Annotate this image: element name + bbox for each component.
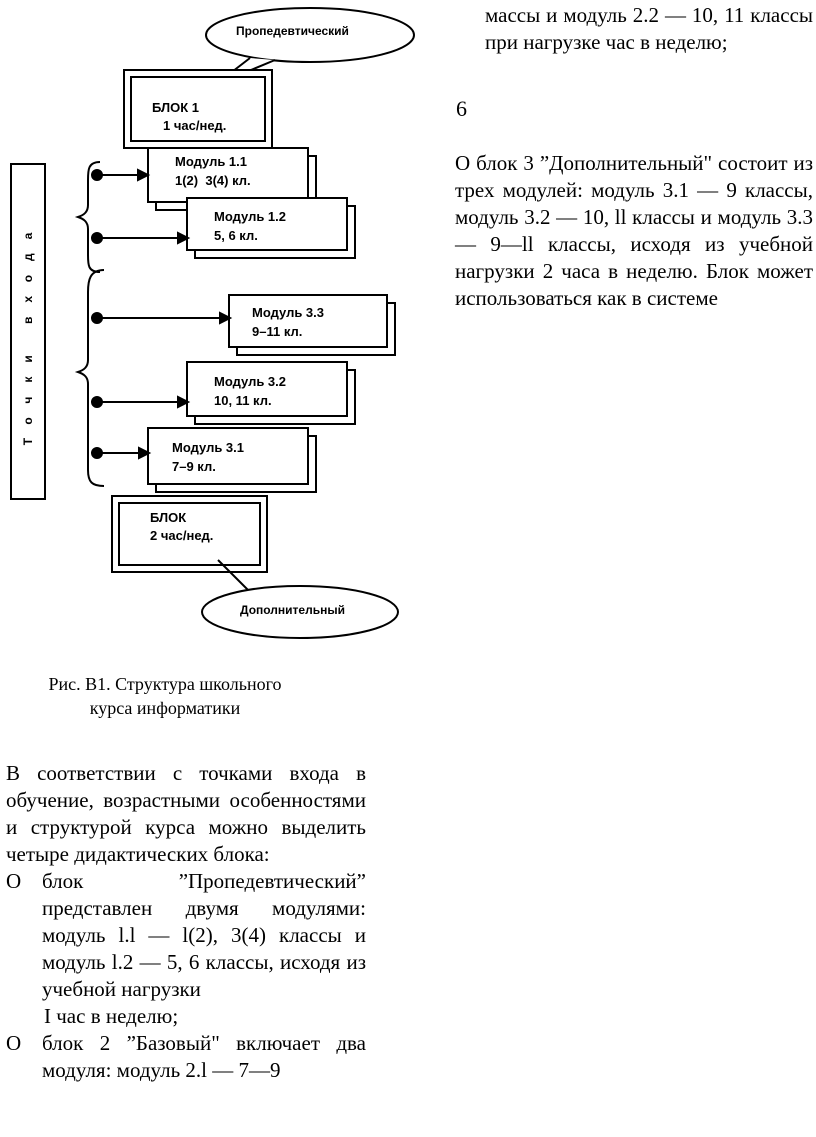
module-3-3-title: Модуль 3.3: [252, 305, 325, 320]
list-item-text: блок 2 ”Базовый" включает два модуля: мо…: [42, 1031, 366, 1082]
continued-paragraph: массы и модуль 2.2 — 10, 11 классы при н…: [485, 3, 813, 54]
module-3-2-sub: 10, 11 кл.: [214, 393, 272, 408]
module-1-2-title: Модуль 1.2: [214, 209, 287, 224]
page-number: 6: [456, 96, 467, 121]
left-column-text: В соответствии с точками входа в обучени…: [6, 760, 366, 1084]
caption-line-1: Рис. В1. Структура школьного: [48, 674, 282, 694]
module-box-1-2: [186, 197, 356, 259]
module-box-3-3: [228, 294, 396, 356]
module-3-3-sub: 9–11 кл.: [252, 324, 303, 339]
right-column-text: массы и модуль 2.2 — 10, 11 классы при н…: [455, 2, 813, 56]
list-item-continuation: I час в неделю;: [44, 1004, 179, 1028]
callout-top-bubble: [205, 7, 415, 63]
list-bullet: О: [6, 1031, 22, 1055]
module-3-2-title: Модуль 3.2: [214, 374, 287, 389]
block1-sub: 1 час/нед.: [163, 118, 227, 133]
module-1-1-title: Модуль 1.1: [175, 154, 248, 169]
course-structure-diagram: Пропедевтический БЛОК 1 1 час/нед. Модул…: [0, 0, 430, 660]
block3-sub: 2 час/нед.: [150, 528, 214, 543]
list-item-block-3: О блок 3 ”Дополнительный" состоит из тре…: [455, 151, 813, 310]
module-1-1-sub: 1(2) 3(4) кл.: [175, 173, 251, 188]
module-box-3-1: [147, 427, 317, 493]
brace-upper: [74, 161, 101, 273]
block3-outer: [111, 495, 268, 573]
block3-title: БЛОК: [150, 510, 187, 525]
entry-points-label-box: Точки входа: [10, 163, 46, 500]
entry-points-label: Точки входа: [21, 218, 35, 445]
entry-arrows: [91, 168, 233, 460]
module-3-1-sub: 7–9 кл.: [172, 459, 216, 474]
list-item-block-2: О блок 2 ”Базовый" включает два модуля: …: [6, 1030, 366, 1084]
callout-bottom-label: Дополнительный: [240, 603, 345, 617]
list-bullet: О: [6, 869, 22, 893]
block1-inner: [130, 76, 266, 142]
callout-top-label: Пропедевтический: [236, 24, 349, 38]
block1-title: БЛОК 1: [152, 100, 200, 115]
module-1-2-sub: 5, 6 кл.: [214, 228, 258, 243]
module-box-3-2: [186, 361, 356, 425]
caption-line-2: курса информатики: [89, 698, 241, 718]
list-item-block-1: О блок ”Пропедевтический” представлен дв…: [6, 868, 366, 1003]
diagram-graphics: [74, 7, 415, 639]
intro-paragraph: В соответствии с точками входа в обучени…: [6, 761, 366, 866]
callout-bottom-bubble: [201, 585, 399, 639]
brace-lower: [74, 269, 105, 487]
block1-outer: [123, 69, 273, 149]
module-3-1-title: Модуль 3.1: [172, 440, 245, 455]
block3-inner: [118, 502, 261, 566]
figure-caption: Рис. В1. Структура школьного курса инфор…: [0, 672, 330, 720]
list-item-text: блок ”Пропедевтический” представлен двум…: [42, 869, 366, 1001]
